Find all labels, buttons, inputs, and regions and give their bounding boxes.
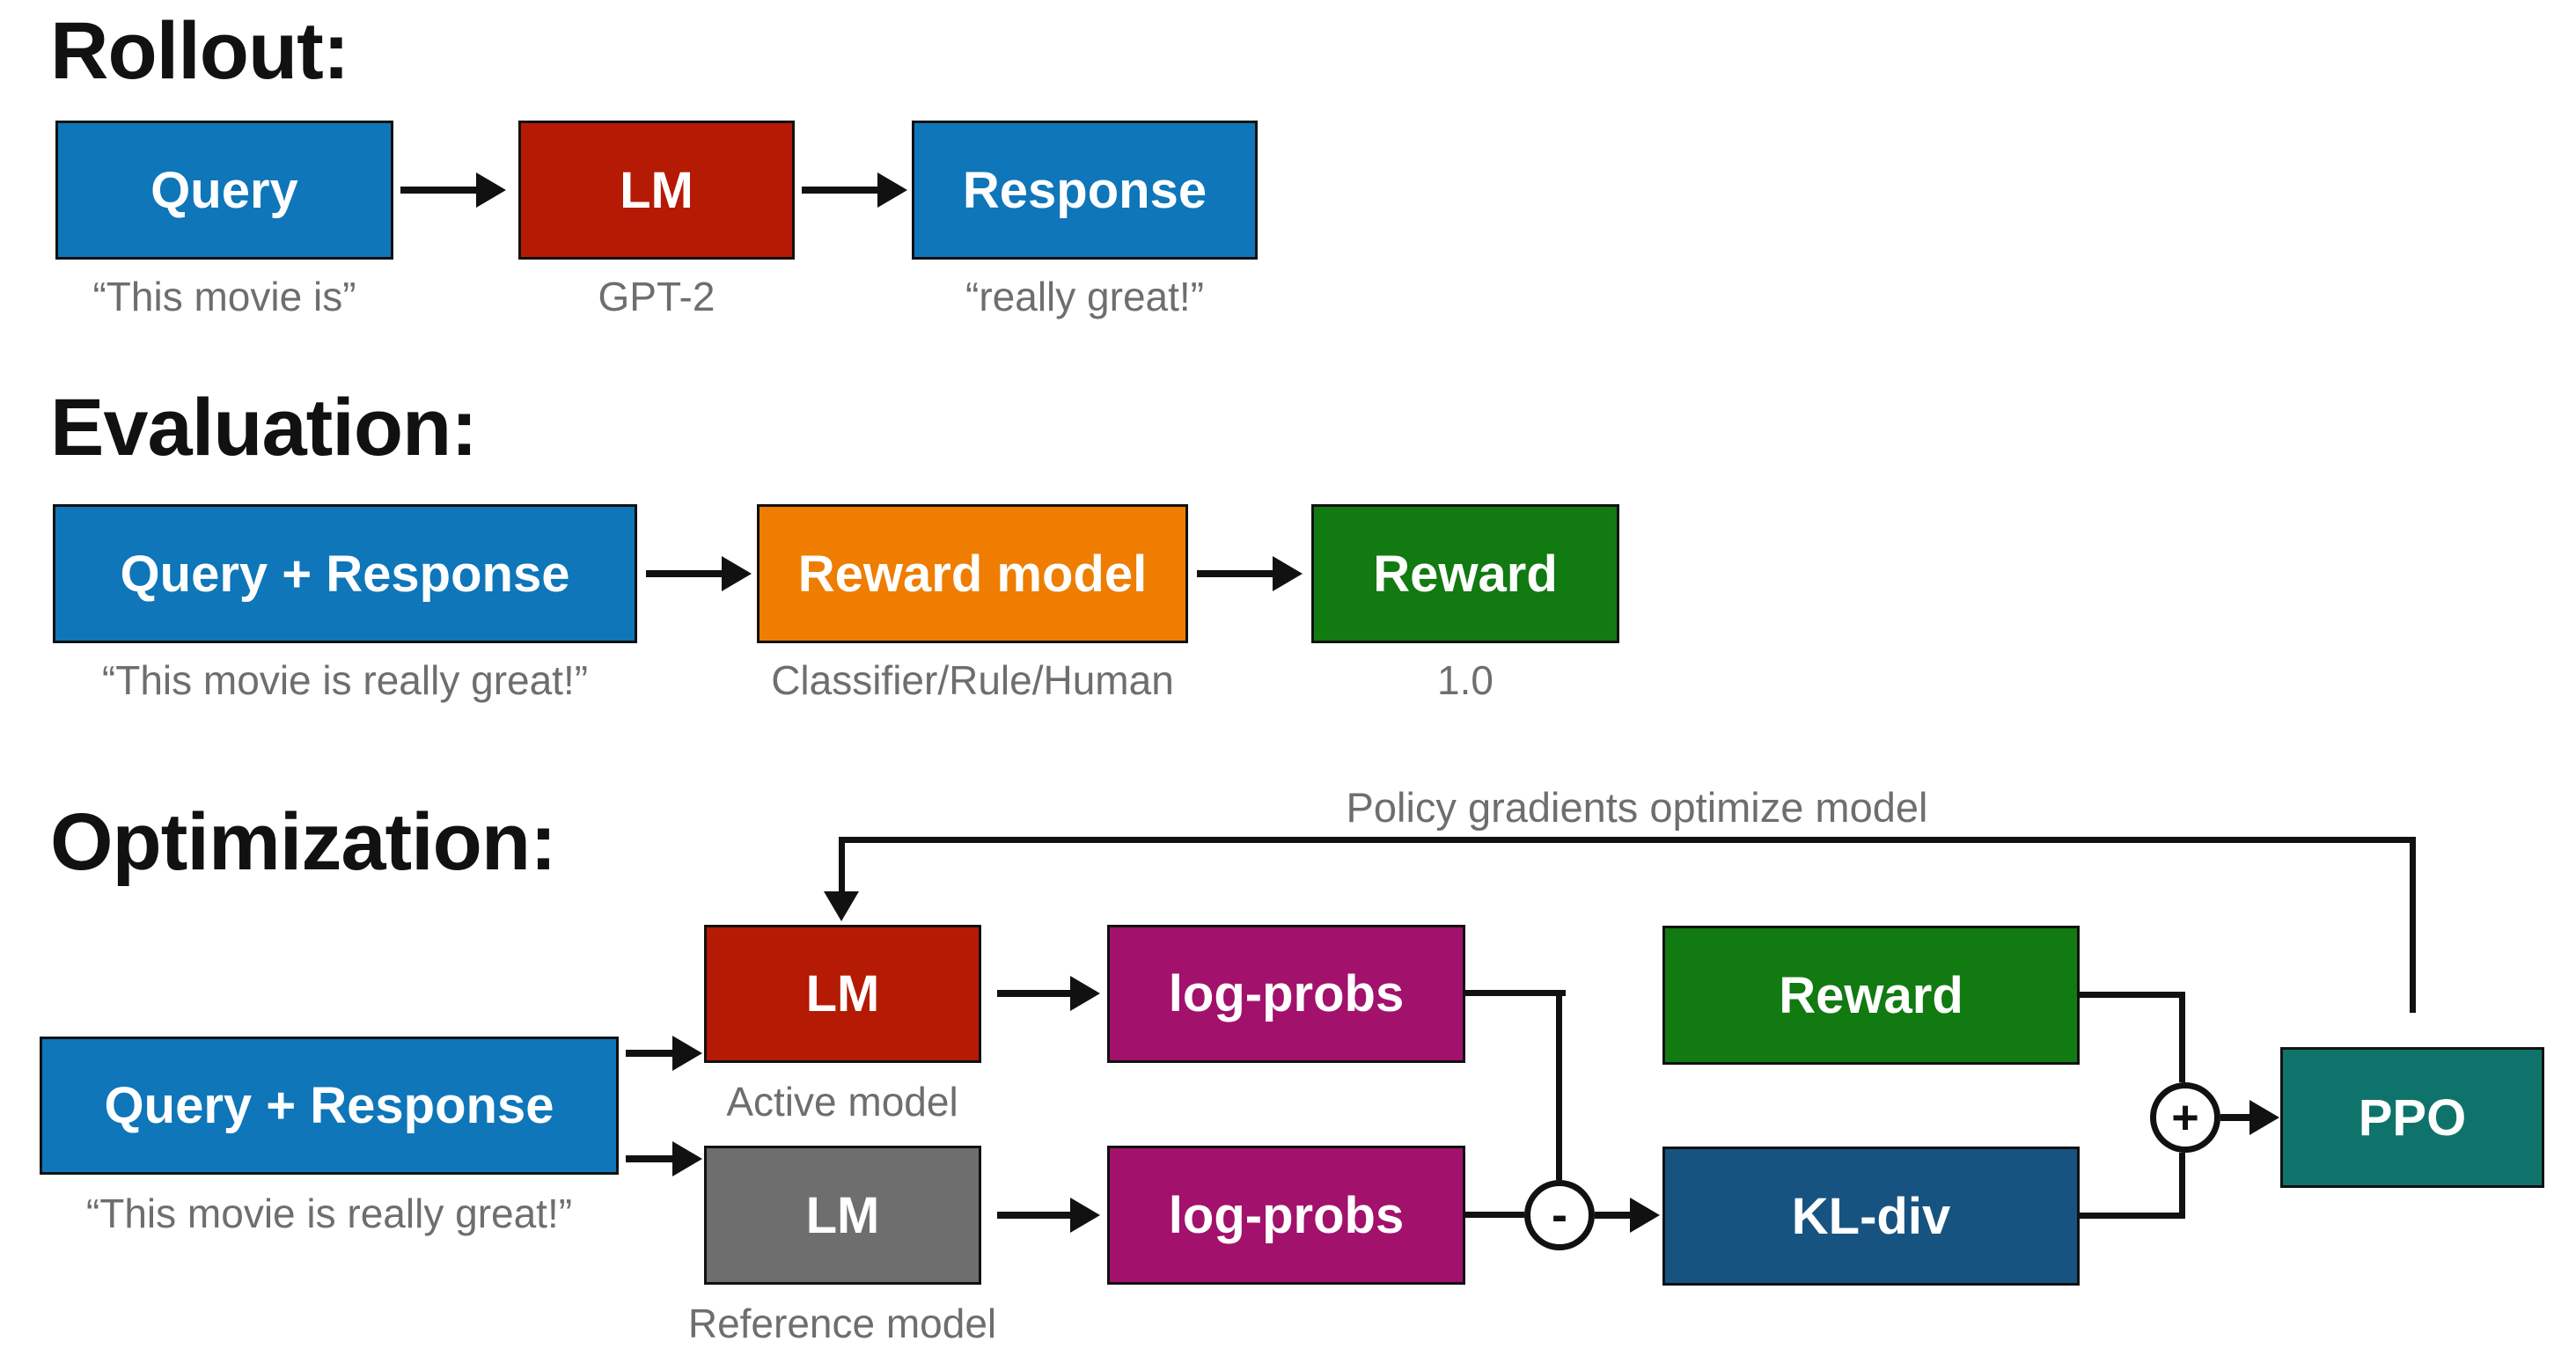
ppo-box: PPO [2280,1047,2544,1188]
feedback-line-horizontal [839,837,2416,843]
kl-connector-horizontal [2080,1213,2185,1219]
minus-operator-circle: - [1524,1180,1595,1250]
plus-sign: + [2171,1091,2199,1144]
ppo-box-label: PPO [2358,1088,2467,1147]
feedback-arrow-head [824,891,859,921]
active-lm-box-label: LM [805,965,880,1022]
arrow-minus-to-kl-head [1630,1198,1660,1233]
active-lm-caption: Active model [726,1079,958,1125]
arrow-qr-to-reward-model-head [722,556,752,591]
active-lm-box: LM [704,925,981,1063]
reference-logprobs-box: log-probs [1107,1146,1465,1285]
arrow-lm-to-response-shaft [802,187,877,194]
kl-div-box-label: KL-div [1791,1187,1951,1245]
lm-box: LM [518,121,795,260]
feedback-line-from-ppo [2410,837,2416,1013]
query-response-box: Query + Response [53,504,637,643]
evaluation-section-title: Evaluation: [50,383,478,473]
opt-query-response-box: Query + Response [40,1037,619,1175]
arrow-reference-lm-to-logprobs-head [1070,1198,1100,1233]
response-box: Response [912,121,1258,260]
reference-lm-caption: Reference model [687,1301,997,1346]
reward-connector-vertical [2179,992,2185,1082]
active-logprobs-box-label: log-probs [1168,965,1405,1022]
opt-query-response-caption: “This movie is really great!” [85,1191,573,1236]
opt-query-response-box-label: Query + Response [104,1077,554,1134]
arrow-plus-to-ppo-shaft [2220,1114,2249,1121]
optimization-section-title: Optimization: [50,797,557,887]
reward-box-label: Reward [1373,545,1558,603]
arrow-query-to-lm-head [476,172,506,208]
active-logprobs-connector-horizontal [1465,990,1566,996]
opt-reward-box-label: Reward [1779,966,1963,1024]
response-caption: “really great!” [965,274,1204,319]
reward-model-caption: Classifier/Rule/Human [771,657,1174,703]
reference-lm-box-label: LM [805,1186,880,1244]
reward-model-box: Reward model [757,504,1188,643]
arrow-reference-lm-to-logprobs-shaft [997,1212,1070,1219]
active-logprobs-box: log-probs [1107,925,1465,1063]
feedback-line-to-lm [839,837,845,891]
response-box-label: Response [962,161,1207,219]
arrow-qr-to-reference-lm-head [672,1141,702,1176]
reward-model-box-label: Reward model [797,545,1148,603]
arrow-reward-model-to-reward-head [1273,556,1303,591]
arrow-reward-model-to-reward-shaft [1197,570,1273,577]
kl-div-box: KL-div [1662,1147,2080,1286]
lm-box-label: LM [620,161,694,219]
arrow-active-lm-to-logprobs-shaft [997,990,1070,997]
arrow-qr-to-active-lm-head [672,1036,702,1071]
rollout-section-title: Rollout: [50,6,349,96]
arrow-query-to-lm-shaft [400,187,476,194]
reference-logprobs-box-label: log-probs [1168,1186,1405,1244]
arrow-active-lm-to-logprobs-head [1070,976,1100,1011]
query-box: Query [55,121,393,260]
kl-connector-vertical [2179,1153,2185,1219]
opt-reward-box: Reward [1662,926,2080,1065]
arrow-plus-to-ppo-head [2249,1100,2279,1135]
reward-box: Reward [1311,504,1619,643]
minus-sign: - [1552,1189,1567,1242]
arrow-lm-to-response-head [877,172,907,208]
reward-connector-horizontal [2080,992,2185,998]
policy-gradients-annotation: Policy gradients optimize model [1346,784,1928,831]
reward-caption: 1.0 [1437,657,1493,703]
query-caption: “This movie is” [92,274,356,319]
reference-lm-box: LM [704,1146,981,1285]
lm-caption: GPT-2 [598,274,716,319]
arrow-qr-to-reward-model-shaft [646,570,722,577]
arrow-qr-to-active-lm-shaft [626,1050,672,1057]
query-response-caption: “This movie is really great!” [101,657,589,703]
active-logprobs-connector-vertical [1556,990,1562,1180]
query-box-label: Query [150,161,298,219]
plus-operator-circle: + [2150,1082,2220,1153]
query-response-box-label: Query + Response [120,545,570,603]
reference-logprobs-connector [1465,1212,1524,1218]
arrow-minus-to-kl-shaft [1595,1212,1630,1219]
arrow-qr-to-reference-lm-shaft [626,1155,672,1162]
